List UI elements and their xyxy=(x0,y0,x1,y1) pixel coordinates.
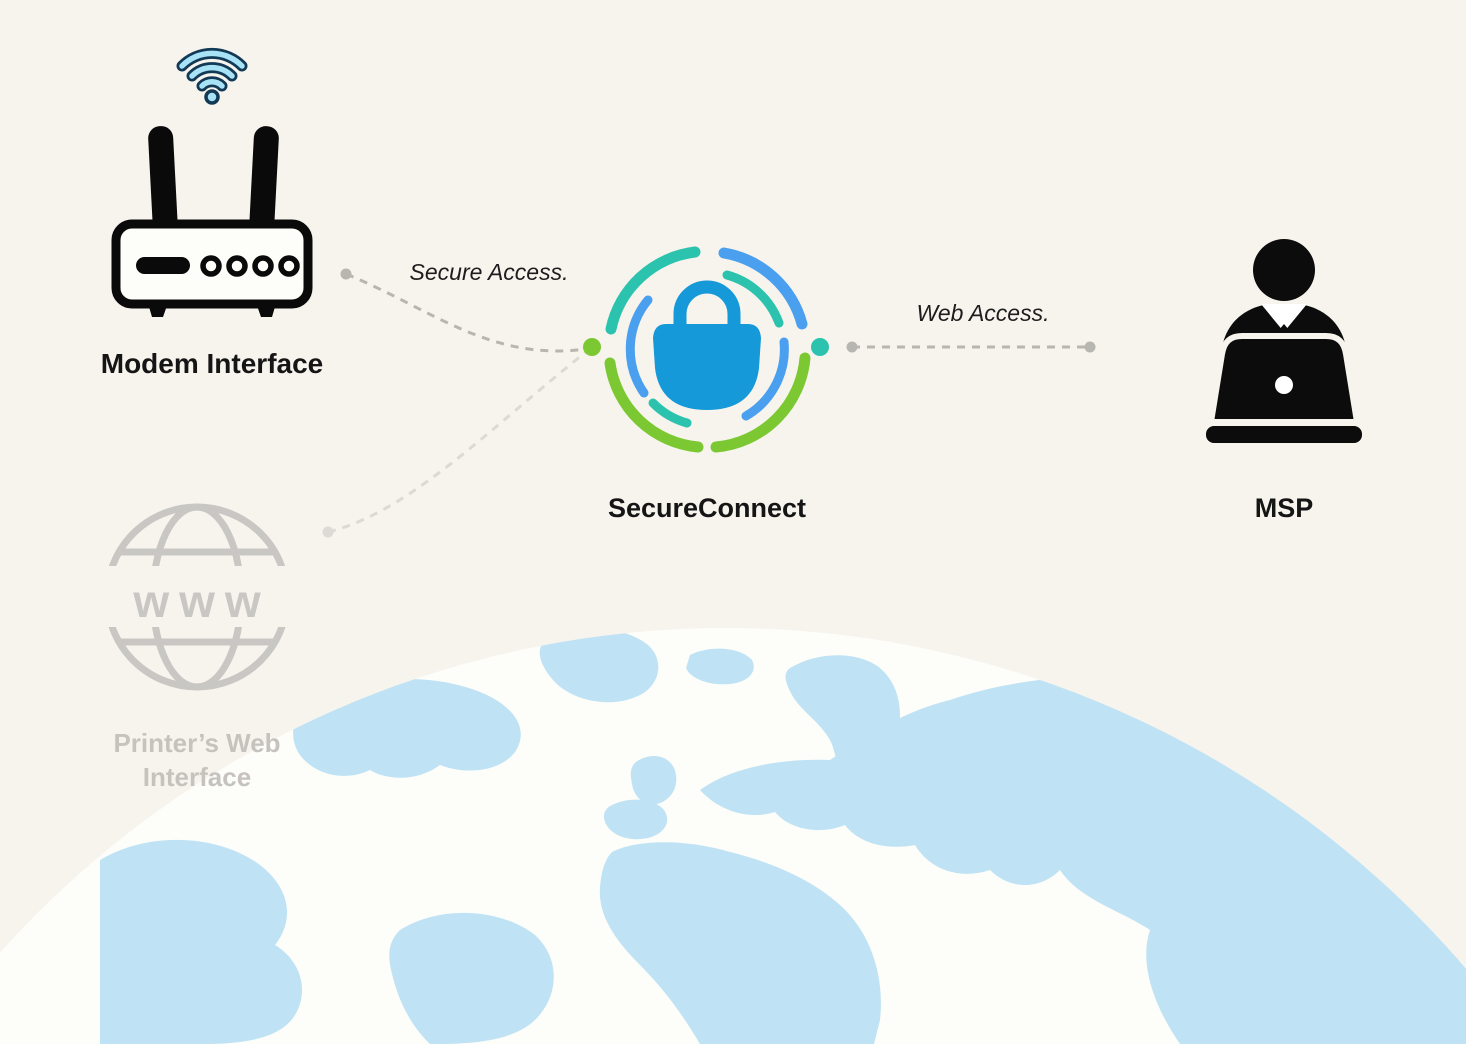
connector-node-dot-left xyxy=(583,338,601,356)
globe-www-text: www xyxy=(132,575,270,627)
printer-web-label-line2: Interface xyxy=(142,762,252,792)
connector-modem-secureconnect xyxy=(345,272,587,353)
wifi-icon xyxy=(176,47,248,105)
world-map xyxy=(0,628,1466,1044)
printer-web-label: Printer’s Web Interface xyxy=(77,726,317,794)
modem-label: Modem Interface xyxy=(100,348,324,379)
connectors xyxy=(322,268,1096,538)
msp-person-laptop-icon xyxy=(1206,239,1362,443)
connector-endpoint-dot xyxy=(322,526,334,538)
connector-endpoint-dot xyxy=(846,341,858,353)
padlock-icon xyxy=(653,280,761,410)
connector-endpoint-dot xyxy=(1084,341,1096,353)
modem-router-icon xyxy=(111,126,313,317)
secureconnect-lock-icon xyxy=(583,246,829,453)
connector-endpoint-dot xyxy=(340,268,352,280)
msp-label: MSP xyxy=(1254,493,1314,523)
printer-web-label-line1: Printer’s Web xyxy=(113,728,281,758)
connector-printer-secureconnect xyxy=(327,350,587,534)
web-access-label: Web Access. xyxy=(916,300,1050,326)
secure-access-label: Secure Access. xyxy=(409,259,569,285)
globe-www-icon: www xyxy=(98,503,296,691)
secureconnect-label: SecureConnect xyxy=(607,493,807,523)
world-map-landmasses xyxy=(100,628,1466,1044)
connector-node-dot-right xyxy=(811,338,829,356)
